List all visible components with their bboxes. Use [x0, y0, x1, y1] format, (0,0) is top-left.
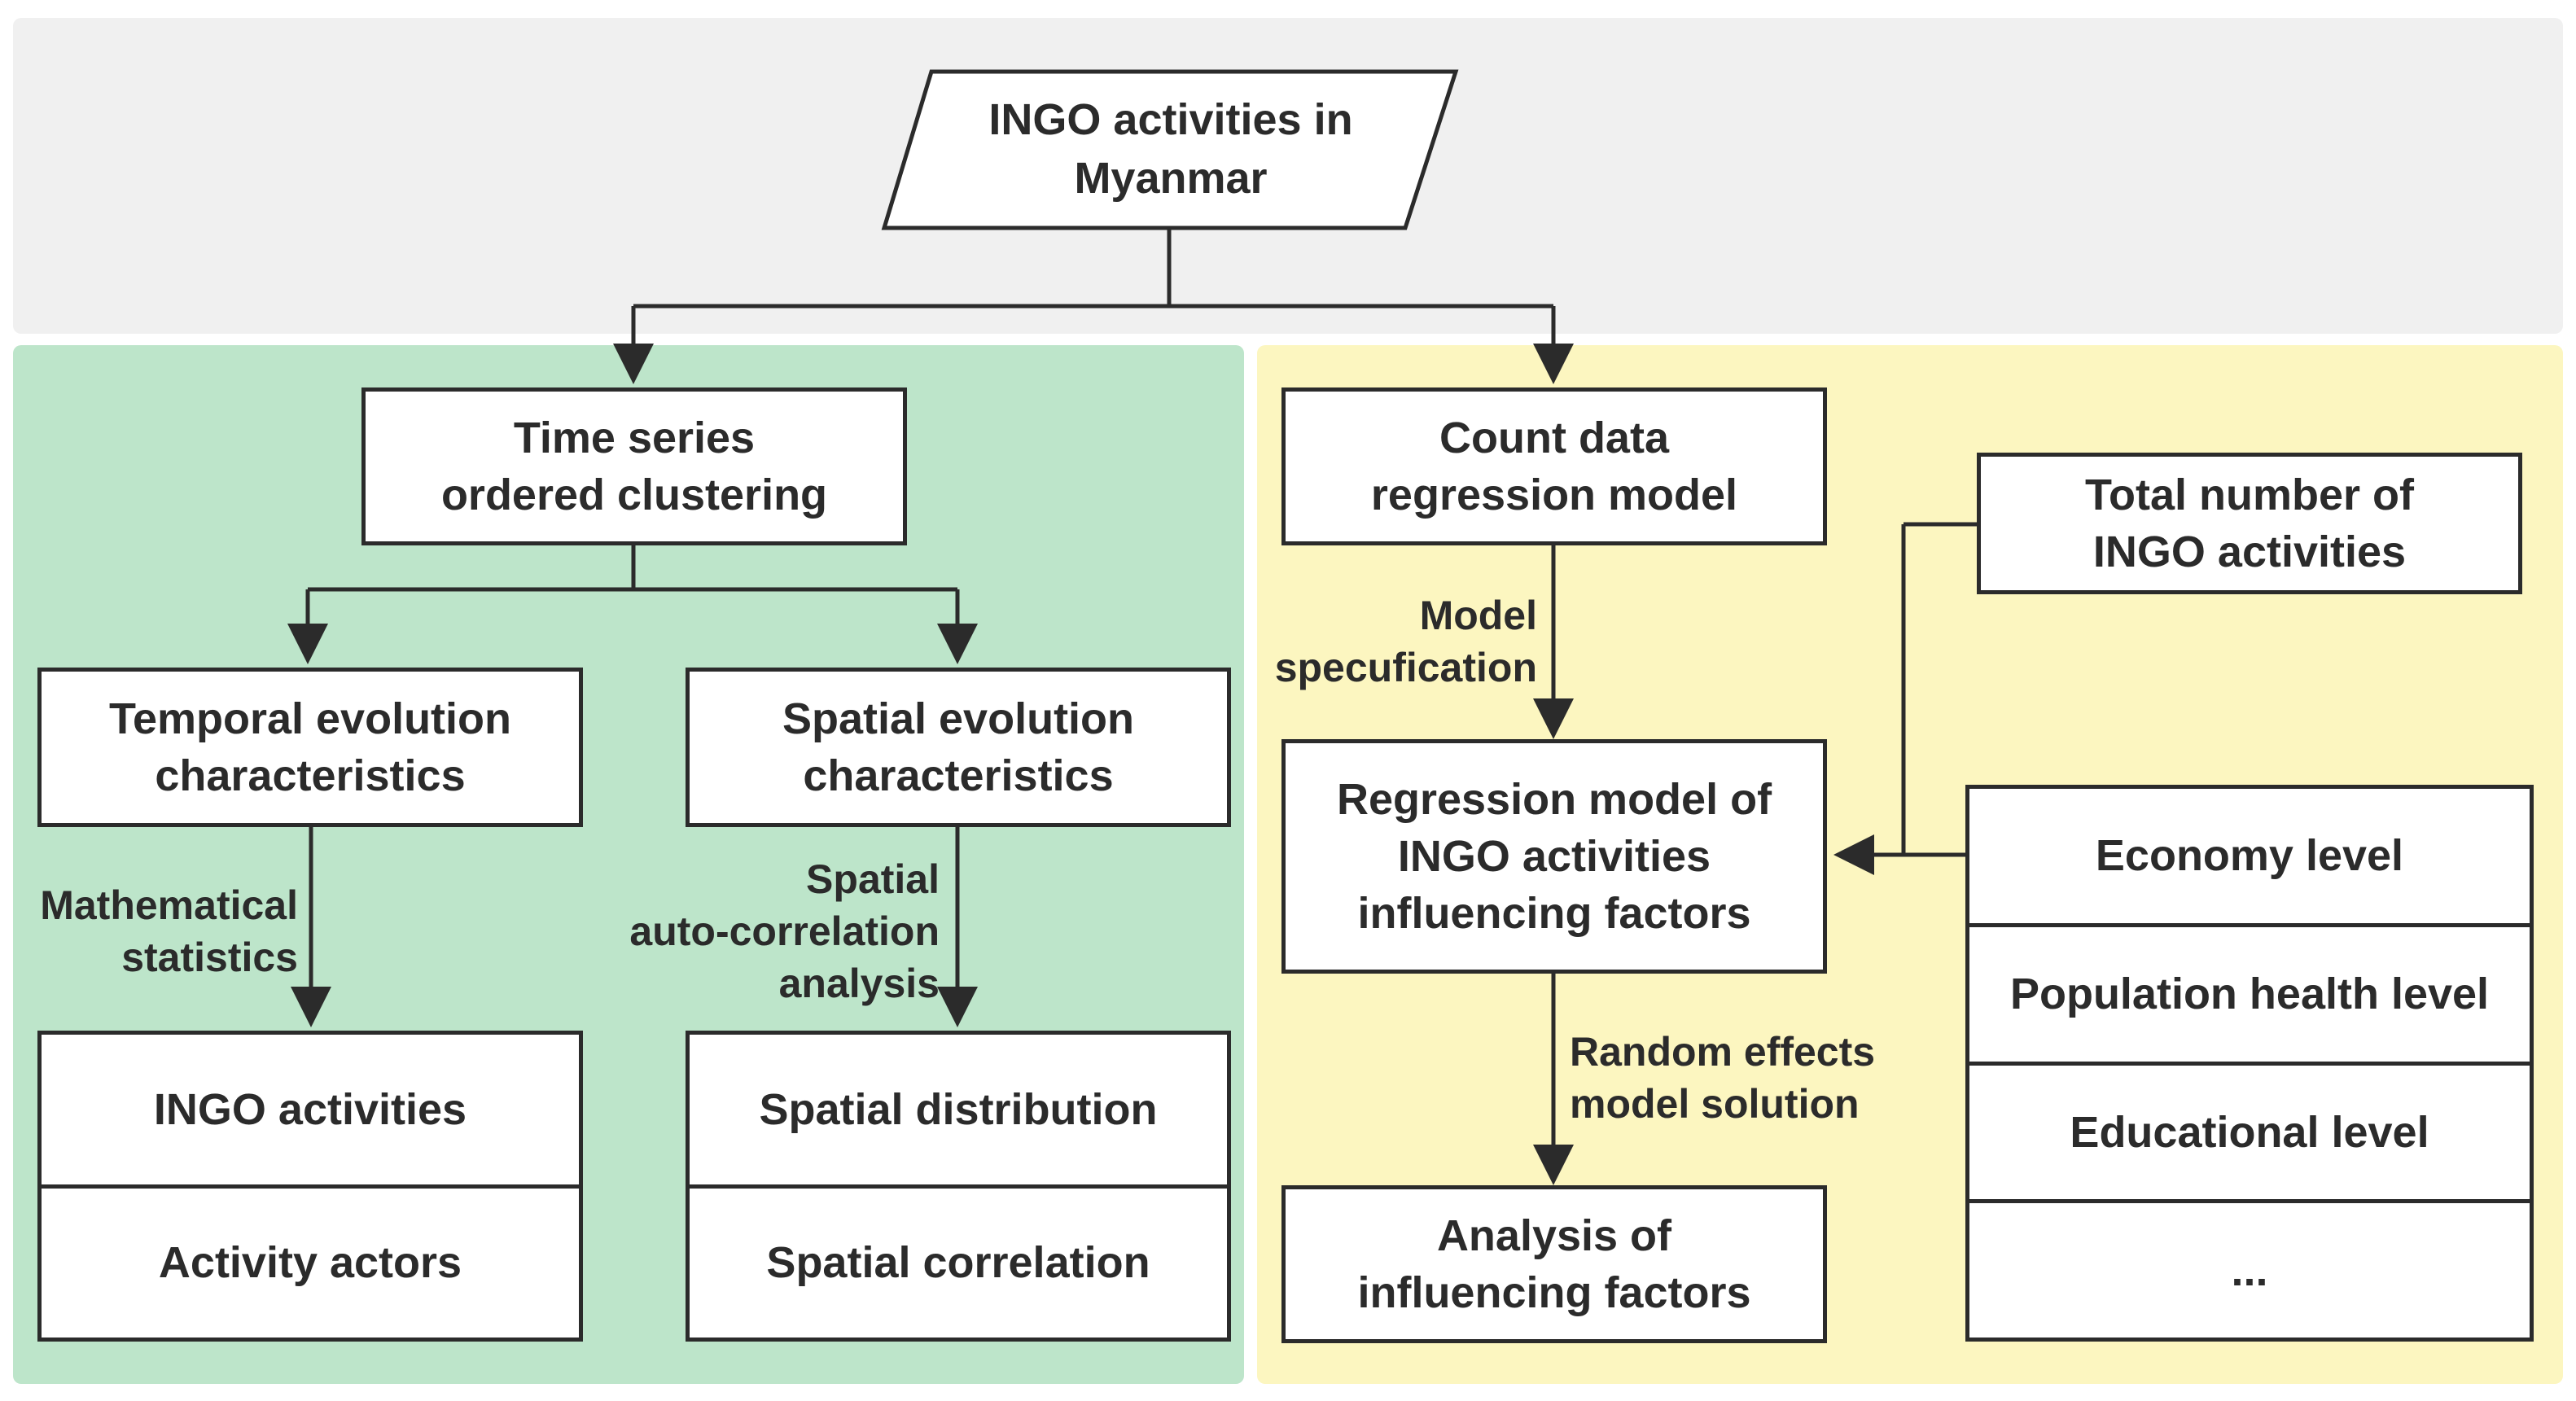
spatial-result-correlation: Spatial correlation [690, 1184, 1227, 1338]
start-parallelogram [881, 69, 1459, 230]
total-number-box: Total number of INGO activities [1977, 453, 2522, 594]
start-node-text: INGO activities in Myanmar [988, 95, 1353, 203]
spatial-method-label: Spatial auto-correlation analysis [629, 856, 940, 1006]
spatial-result-distribution: Spatial distribution [759, 1084, 1158, 1134]
factor-population-health-level: Population health level [1969, 922, 2530, 1062]
factor-ellipsis: ... [1969, 1199, 2530, 1338]
clustering-box: Time series ordered clustering [361, 387, 907, 545]
regression-model-box: Regression model of INGO activities infl… [1281, 739, 1827, 974]
temporal-box: Temporal evolution characteristics [37, 668, 583, 827]
solution-step-label: Random effects model solution [1570, 1029, 1876, 1127]
spatial-results-stack: Spatial distribution Spatial correlation [686, 1031, 1231, 1342]
count-model-box: Count data regression model [1281, 387, 1827, 545]
temporal-result-activity-actors: Activity actors [42, 1184, 579, 1338]
analysis-box: Analysis of influencing factors [1281, 1185, 1827, 1343]
model-step-label: Model specufication [1274, 593, 1537, 690]
temporal-method-label: Mathematical statistics [40, 882, 298, 980]
temporal-result-ingo-activities: INGO activities [153, 1084, 467, 1134]
factors-stack: Economy level Population health level Ed… [1965, 785, 2534, 1342]
factor-economy-level: Economy level [2095, 831, 2404, 881]
temporal-results-stack: INGO activities Activity actors [37, 1031, 583, 1342]
factor-educational-level: Educational level [1969, 1061, 2530, 1200]
spatial-box: Spatial evolution characteristics [686, 668, 1231, 827]
